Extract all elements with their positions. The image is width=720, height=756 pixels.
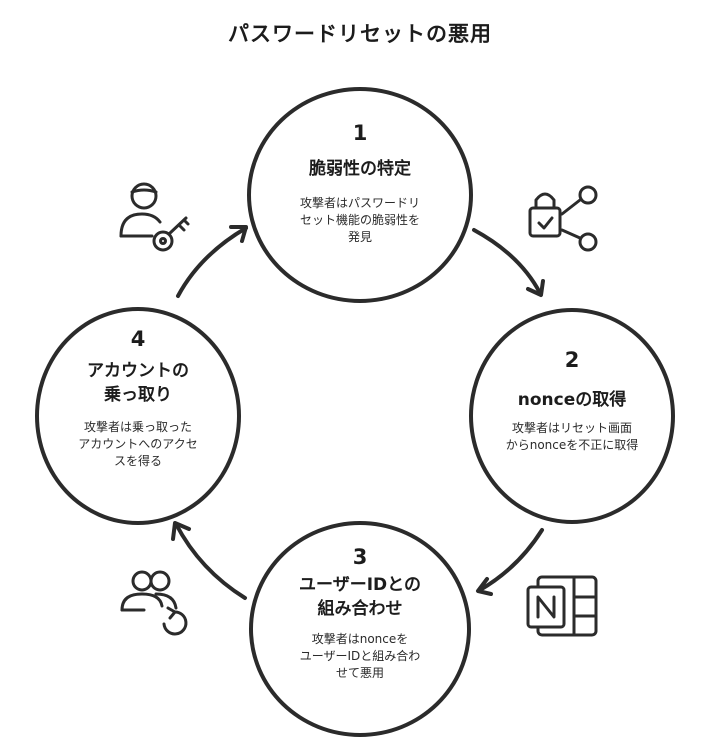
- step-1-circle: 1 脆弱性の特定 攻撃者はパスワードリ セット機能の脆弱性を 発見: [247, 87, 473, 303]
- step-1-number: 1: [352, 121, 368, 145]
- step-4-number: 4: [130, 327, 146, 351]
- arrow-step2-to-step3: [478, 528, 544, 592]
- page-title: パスワードリセットの悪用: [228, 22, 492, 46]
- step-2-number: 2: [564, 348, 580, 372]
- arrow-step3-to-step4: [174, 522, 247, 600]
- step-4-circle: 4 アカウントの 乗っ取り 攻撃者は乗っ取った アカウントへのアクセ スを得る: [35, 307, 241, 525]
- step-4-description: 攻撃者は乗っ取った アカウントへのアクセ スを得る: [78, 420, 198, 468]
- step-3-circle: 3 ユーザーIDとの 組み合わせ 攻撃者はnonceを ユーザーIDと組み合わ …: [249, 521, 471, 737]
- step-1-description: 攻撃者はパスワードリ セット機能の脆弱性を 発見: [299, 196, 420, 244]
- step-3-title: ユーザーIDとの 組み合わせ: [299, 575, 421, 619]
- step-2-description: 攻撃者はリセット画面 からnonceを不正に取得: [505, 421, 639, 452]
- users-refresh-icon: [120, 570, 188, 636]
- onenote-icon: [526, 575, 598, 637]
- step-4-title: アカウントの 乗っ取り: [87, 361, 189, 405]
- arrow-step1-to-step2: [472, 228, 542, 295]
- arrow-step4-to-step1: [176, 226, 248, 298]
- step-3-description: 攻撃者はnonceを ユーザーIDと組み合わ せて悪用: [299, 632, 421, 680]
- step-3-number: 3: [352, 545, 368, 569]
- lock-network-icon: [528, 185, 598, 252]
- step-1-title: 脆弱性の特定: [309, 159, 411, 179]
- step-2-title: nonceの取得: [517, 390, 627, 410]
- step-2-circle: 2 nonceの取得 攻撃者はリセット画面 からnonceを不正に取得: [469, 308, 675, 524]
- hacker-with-key-icon: [119, 182, 190, 252]
